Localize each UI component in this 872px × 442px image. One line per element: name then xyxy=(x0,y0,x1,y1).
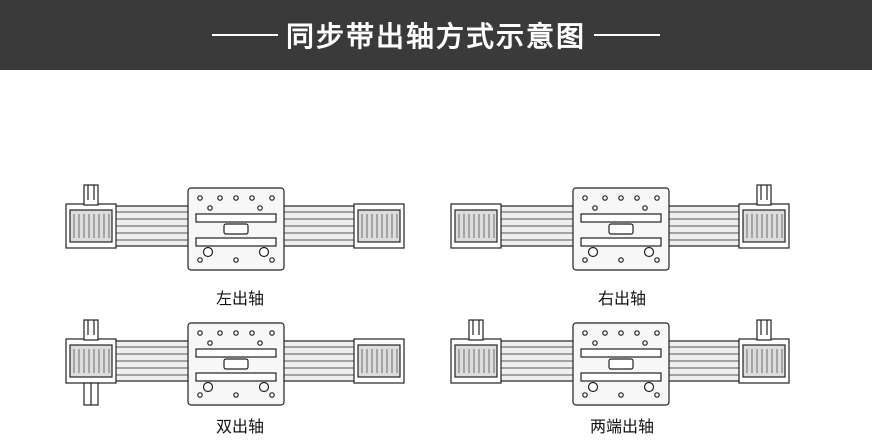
mount-hole xyxy=(217,330,223,336)
mount-hole xyxy=(618,330,624,336)
mount-hole xyxy=(618,392,624,398)
end-cap-motor xyxy=(357,209,401,243)
caption-both-ends-shaft: 两端出轴 xyxy=(589,417,654,436)
mount-hole xyxy=(269,257,275,263)
carriage-bolt xyxy=(587,381,599,393)
mount-hole xyxy=(249,330,255,336)
module-group xyxy=(450,184,790,271)
top-shaft xyxy=(756,184,772,206)
mount-hole xyxy=(207,205,213,211)
mount-hole xyxy=(654,392,660,398)
carriage-strip xyxy=(580,372,662,382)
header-left-rule xyxy=(211,34,278,36)
end-cap-motor xyxy=(742,209,786,243)
header-right-rule xyxy=(594,34,660,36)
diagram-right-shaft xyxy=(445,180,795,280)
mount-hole xyxy=(654,195,660,201)
mount-hole xyxy=(654,257,660,263)
top-shaft xyxy=(468,319,484,341)
end-cap-motor xyxy=(454,344,498,378)
end-cap-motor xyxy=(742,344,786,378)
mount-hole xyxy=(197,330,203,336)
mount-hole xyxy=(634,330,640,336)
header-banner: 同步带出轴方式示意图 xyxy=(0,0,872,70)
carriage-bolt xyxy=(202,246,214,258)
linear-module-svg xyxy=(65,184,405,271)
caption-right-shaft: 右出轴 xyxy=(597,289,646,308)
mount-hole xyxy=(642,340,648,346)
mount-hole xyxy=(269,195,275,201)
carriage-bolt xyxy=(643,246,655,258)
end-cap-motor xyxy=(69,209,113,243)
diagram-both-ends-shaft xyxy=(445,315,795,415)
linear-module-svg xyxy=(450,184,790,271)
mount-hole xyxy=(197,257,203,263)
mount-hole xyxy=(582,330,588,336)
mount-hole xyxy=(269,392,275,398)
module-group xyxy=(65,319,405,406)
mount-hole xyxy=(602,195,608,201)
mount-hole xyxy=(257,205,263,211)
mount-hole xyxy=(257,340,263,346)
caption-double-shaft: 双出轴 xyxy=(215,417,264,436)
carriage-logo-plate xyxy=(223,223,249,235)
mount-hole xyxy=(197,195,203,201)
carriage-strip xyxy=(580,213,662,223)
mount-hole xyxy=(654,330,660,336)
mount-hole xyxy=(233,195,239,201)
mount-hole xyxy=(602,330,608,336)
mount-hole xyxy=(233,330,239,336)
carriage-bolt xyxy=(258,381,270,393)
carriage-bolt xyxy=(643,381,655,393)
carriage-strip xyxy=(195,213,277,223)
mount-hole xyxy=(634,195,640,201)
carriage-bolt xyxy=(258,246,270,258)
carriage-bolt xyxy=(587,246,599,258)
carriage-bolt xyxy=(202,381,214,393)
mount-hole xyxy=(217,195,223,201)
carriage-strip xyxy=(580,348,662,358)
linear-module-svg xyxy=(450,319,790,406)
mount-hole xyxy=(582,257,588,263)
carriage-strip xyxy=(195,237,277,247)
mount-hole xyxy=(197,392,203,398)
carriage-strip xyxy=(580,237,662,247)
carriage-logo-plate xyxy=(608,223,634,235)
module-group xyxy=(450,319,790,406)
mount-hole xyxy=(233,257,239,263)
top-shaft xyxy=(83,184,99,206)
mount-hole xyxy=(592,205,598,211)
mount-hole xyxy=(582,392,588,398)
end-cap-motor xyxy=(69,344,113,378)
mount-hole xyxy=(642,205,648,211)
end-cap-motor xyxy=(454,209,498,243)
diagram-double-shaft xyxy=(60,315,410,415)
page-title: 同步带出轴方式示意图 xyxy=(285,20,586,53)
carriage-logo-plate xyxy=(223,358,249,370)
caption-left-shaft: 左出轴 xyxy=(215,289,264,308)
carriage-logo-plate xyxy=(608,358,634,370)
module-group xyxy=(65,184,405,271)
mount-hole xyxy=(249,195,255,201)
header-inner: 同步带出轴方式示意图 xyxy=(211,15,660,55)
mount-hole xyxy=(582,195,588,201)
diagram-left-shaft xyxy=(60,180,410,280)
carriage-strip xyxy=(195,348,277,358)
mount-hole xyxy=(207,340,213,346)
mount-hole xyxy=(592,340,598,346)
mount-hole xyxy=(618,257,624,263)
linear-module-svg xyxy=(65,319,405,406)
top-shaft xyxy=(83,319,99,341)
top-shaft xyxy=(756,319,772,341)
mount-hole xyxy=(269,330,275,336)
carriage-strip xyxy=(195,372,277,382)
end-cap-motor xyxy=(357,344,401,378)
mount-hole xyxy=(618,195,624,201)
mount-hole xyxy=(233,392,239,398)
